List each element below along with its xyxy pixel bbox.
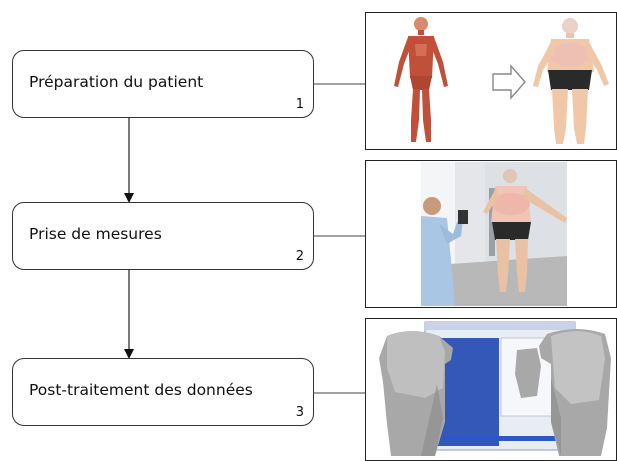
3d-torso-scan-icon [539, 329, 611, 456]
step-box-preparation: Préparation du patient 1 [12, 50, 314, 118]
step-label: Post-traitement des données [29, 381, 253, 399]
panel-post-processing-image [365, 318, 617, 461]
patient-figure-icon [483, 169, 567, 292]
step-label: Prise de mesures [29, 225, 162, 243]
step-box-measurement: Prise de mesures 2 [12, 202, 314, 270]
panel-measurement-image [365, 160, 617, 308]
step-label: Préparation du patient [29, 73, 204, 91]
3d-torso-scan-icon [379, 331, 453, 456]
step-number: 3 [295, 405, 304, 420]
scanning-operator-icon [421, 197, 468, 306]
patient-figure-icon [533, 18, 609, 144]
panel-preparation-image [365, 12, 617, 150]
muscle-anatomy-icon [394, 17, 448, 142]
step-box-post-processing: Post-traitement des données 3 [12, 358, 314, 426]
step-number: 2 [295, 249, 304, 264]
step-number: 1 [295, 97, 304, 112]
hollow-right-arrow-icon [492, 64, 526, 100]
